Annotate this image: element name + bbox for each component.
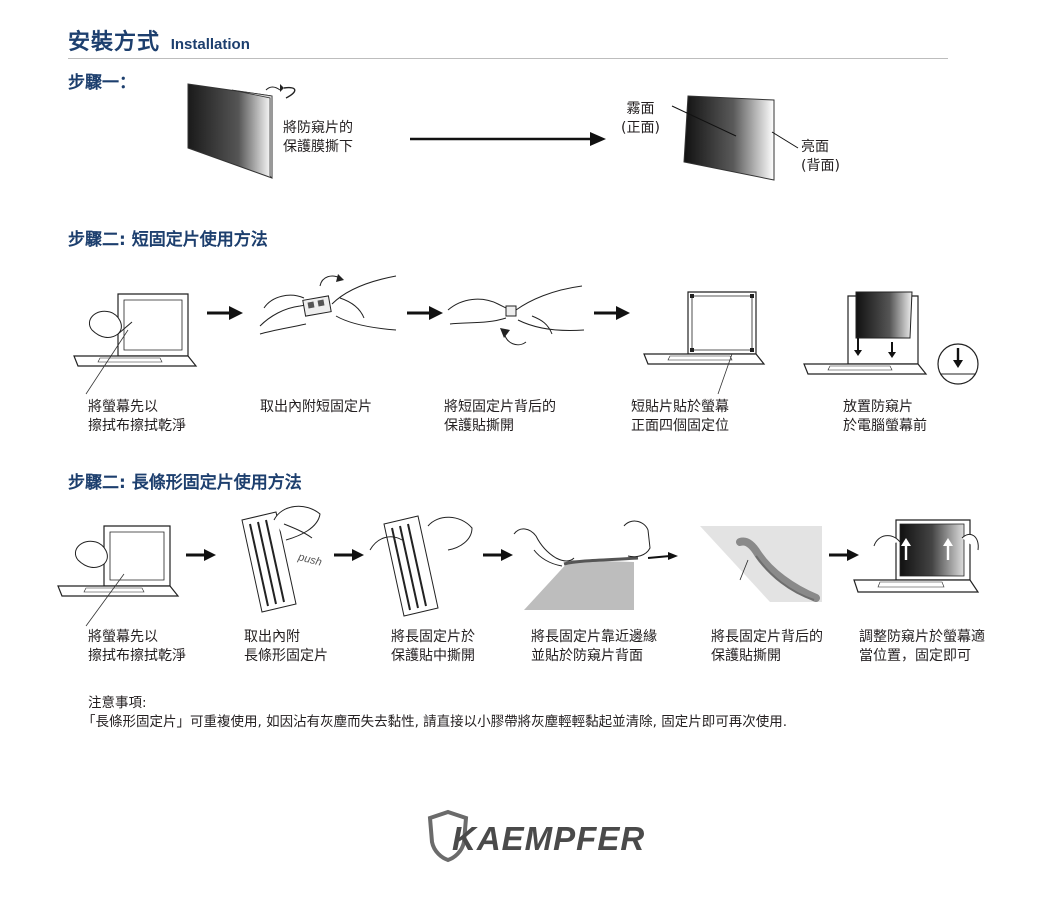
brand-logo-text: KAEMPFER	[452, 820, 646, 857]
step2b-caption-3: 將長固定片於 保護貼中撕開	[391, 629, 475, 664]
notes-heading: 注意事項:	[88, 695, 147, 711]
step2a-caption-5: 放置防窺片 於電腦螢幕前	[843, 399, 927, 434]
step2b-caption-2: 取出內附 長條形固定片	[244, 629, 328, 664]
arrow-2b-3	[483, 549, 513, 561]
step2b-laptop-wipe-illustration	[57, 525, 180, 627]
step1-caption: 將防窺片的 保護膜撕下	[283, 120, 353, 155]
step2b-peel-strip-illustration	[369, 515, 473, 617]
step2a-caption-2: 取出內附短固定片	[260, 399, 372, 415]
title-divider	[68, 58, 948, 59]
title-en: Installation	[170, 36, 250, 53]
step2a-place-filter-illustration	[803, 291, 979, 385]
page-title: 安裝方式 Installation	[68, 24, 250, 56]
arrow-2a-2	[407, 306, 443, 320]
step2b-caption-5: 將長固定片背后的 保護貼撕開	[711, 629, 823, 664]
step2b-caption-4: 將長固定片靠近邊緣 並貼於防窺片背面	[531, 629, 657, 664]
kaempfer-logo-icon	[427, 809, 469, 863]
step2a-laptop-pads-illustration	[643, 291, 766, 395]
step2b-adjust-filter-illustration	[853, 519, 980, 593]
step1-arrow	[410, 132, 606, 146]
arrow-2b-5	[829, 549, 859, 561]
arrow-2a-1	[207, 306, 243, 320]
step2a-caption-4: 短貼片貼於螢幕 正面四個固定位	[631, 399, 729, 434]
step2a-caption-1: 將螢幕先以 擦拭布擦拭乾淨	[88, 399, 186, 434]
step2b-caption-1: 將螢幕先以 擦拭布擦拭乾淨	[88, 629, 186, 664]
step1-label: 步驟一：	[68, 73, 136, 93]
step2b-remove-liner-illustration	[700, 526, 822, 602]
step2a-caption-3: 將短固定片背后的 保護貼撕開	[444, 399, 556, 434]
step2a-peel-liner-illustration	[447, 285, 585, 346]
arrow-2a-3	[594, 306, 630, 320]
matte-side-label: 霧面 (正面)	[621, 101, 660, 136]
step2b-long-strip-illustration	[241, 505, 321, 613]
step2a-short-pad-illustration	[259, 274, 397, 335]
notes-text: 「長條形固定片」可重複使用, 如因沾有灰塵而失去黏性, 請直接以小膠帶將灰塵輕輕…	[82, 714, 788, 730]
step2b-label: 步驟二: 長條形固定片使用方法	[68, 473, 302, 493]
arrow-2b-1	[186, 549, 216, 561]
step2a-label: 步驟二: 短固定片使用方法	[68, 230, 268, 250]
glossy-side-label: 亮面 (背面)	[801, 139, 840, 174]
step2a-laptop-wipe-illustration	[73, 293, 198, 395]
step2b-caption-6: 調整防窺片於螢幕適 當位置，固定即可	[859, 629, 985, 664]
title-zh: 安裝方式	[68, 30, 161, 55]
step1-film-illustration	[671, 95, 799, 181]
arrow-2b-2	[334, 549, 364, 561]
step2b-attach-edge-illustration	[513, 520, 678, 610]
step1-peel-illustration	[187, 83, 296, 179]
